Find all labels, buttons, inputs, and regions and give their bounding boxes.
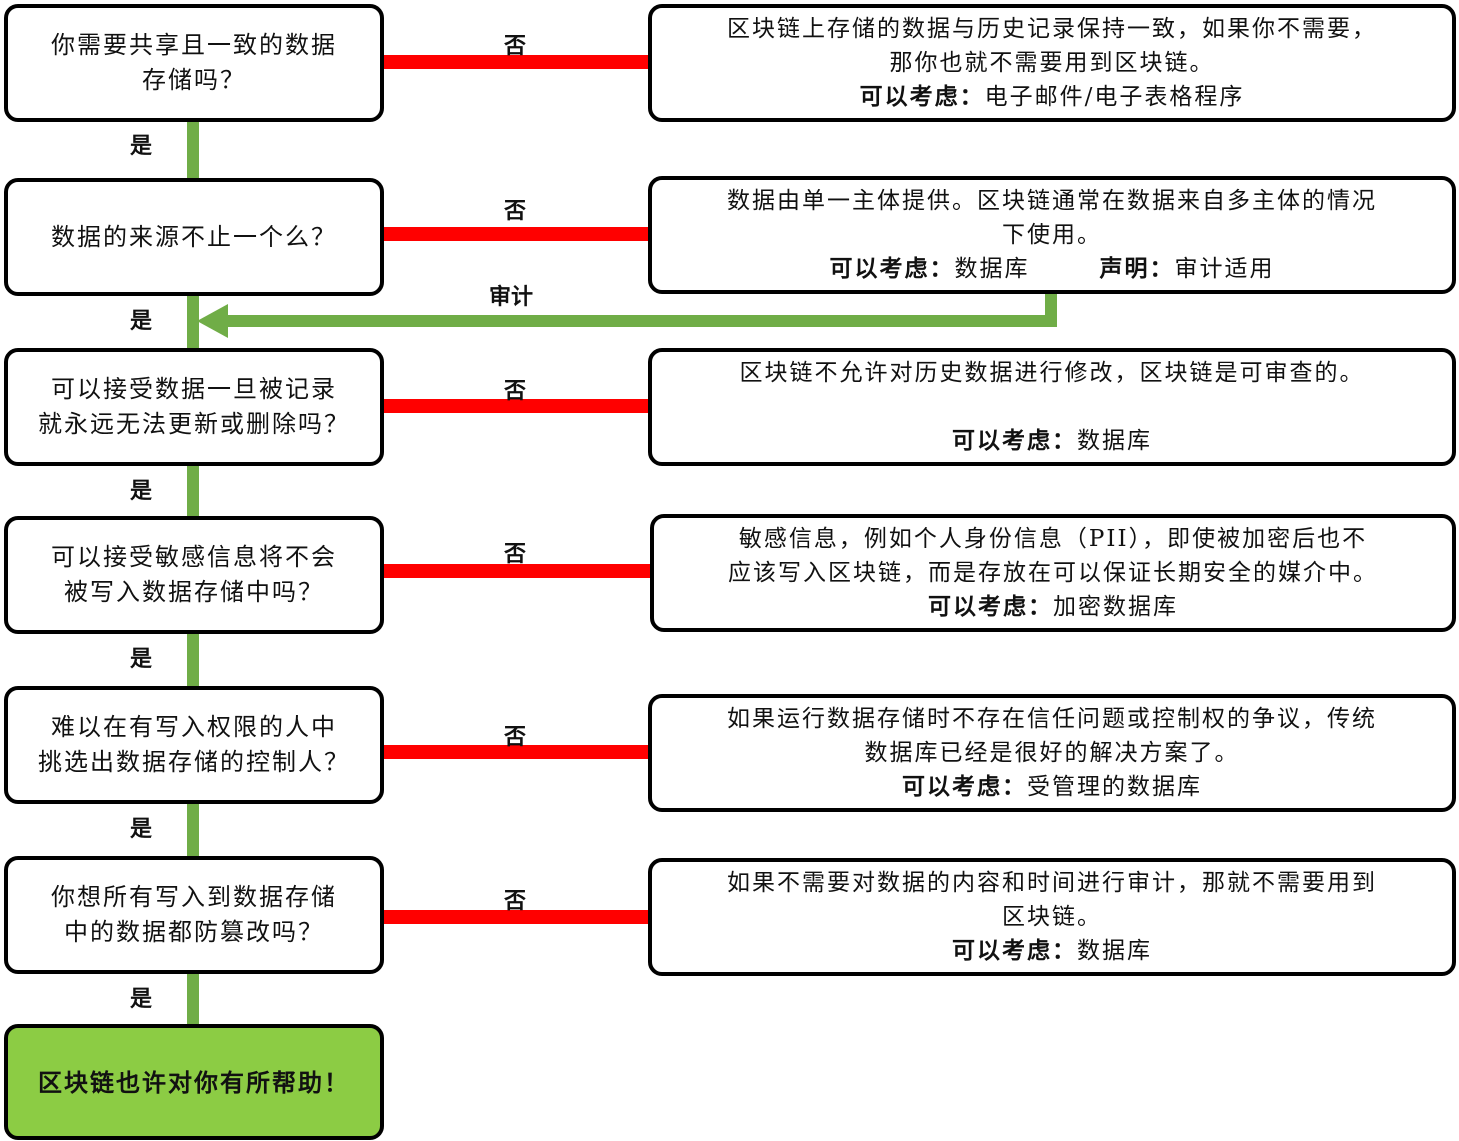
no-connector-1 xyxy=(380,55,652,69)
answer-5-line-2: 数据库已经是很好的解决方案了。 xyxy=(864,740,1240,766)
answer-6-line-1: 如果不需要对数据的内容和时间进行审计，那就不需要用到 xyxy=(727,870,1377,896)
answer-box-6: 如果不需要对数据的内容和时间进行审计，那就不需要用到 区块链。 可以考虑：数据库 xyxy=(648,858,1456,976)
no-connector-6 xyxy=(380,910,652,924)
question-5-line-2: 挑选出数据存储的控制人？ xyxy=(38,748,350,776)
yes-label-5: 是 xyxy=(130,817,153,842)
yes-label-6: 是 xyxy=(130,987,153,1012)
answer-1-line-2: 那你也就不需要用到区块链。 xyxy=(889,50,1215,76)
no-label-4: 否 xyxy=(504,542,527,567)
answer-1-consider-value: 电子邮件/电子表格程序 xyxy=(984,84,1245,110)
answer-2-statement-label: 声明： xyxy=(1099,255,1175,282)
no-label-3: 否 xyxy=(504,379,527,404)
question-1-line-1: 你需要共享且一致的数据 xyxy=(51,31,337,59)
answer-1-line-1: 区块链上存储的数据与历史记录保持一致，如果你不需要， xyxy=(727,16,1377,42)
no-connector-4 xyxy=(380,564,654,578)
answer-6-line-2: 区块链。 xyxy=(1002,904,1102,930)
answer-4-line-2: 应该写入区块链，而是存放在可以保证长期安全的媒介中。 xyxy=(728,560,1378,586)
answer-6-consider-value: 数据库 xyxy=(1077,938,1152,964)
answer-1-consider-label: 可以考虑： xyxy=(859,83,985,110)
answer-box-3: 区块链不允许对历史数据进行修改，区块链是可审查的。 可以考虑：数据库 xyxy=(648,348,1456,466)
answer-5-consider-label: 可以考虑： xyxy=(902,773,1027,800)
answer-2-consider-value: 数据库 xyxy=(954,256,1030,282)
answer-1-consider: 可以考虑：电子邮件/电子表格程序 xyxy=(860,80,1245,114)
answer-5-consider: 可以考虑：受管理的数据库 xyxy=(902,770,1202,804)
yes-connector-6 xyxy=(187,970,199,1028)
answer-4-consider-label: 可以考虑： xyxy=(928,593,1053,620)
no-connector-3 xyxy=(380,399,652,413)
answer-box-4: 敏感信息，例如个人身份信息（PII），即使被加密后也不 应该写入区块链，而是存放… xyxy=(650,514,1456,632)
yes-label-3: 是 xyxy=(130,479,153,504)
question-box-5: 难以在有写入权限的人中 挑选出数据存储的控制人？ xyxy=(4,686,384,804)
answer-2-line-1: 数据由单一主体提供。区块链通常在数据来自多主体的情况 xyxy=(727,188,1377,214)
answer-4-consider: 可以考虑：加密数据库 xyxy=(928,590,1178,624)
question-3-line-1: 可以接受数据一旦被记录 xyxy=(51,375,337,403)
question-4-line-2: 被写入数据存储中吗？ xyxy=(64,578,324,606)
no-label-5: 否 xyxy=(504,725,527,750)
question-3-line-2: 就永远无法更新或删除吗？ xyxy=(38,410,350,438)
answer-2-statement-value: 审计适用 xyxy=(1174,256,1275,282)
answer-box-5: 如果运行数据存储时不存在信任问题或控制权的争议，传统 数据库已经是很好的解决方案… xyxy=(648,694,1456,812)
question-box-1: 你需要共享且一致的数据 存储吗？ xyxy=(4,4,384,122)
yes-connector-3 xyxy=(187,462,199,520)
yes-connector-5 xyxy=(187,800,199,860)
yes-connector-2 xyxy=(187,292,199,352)
no-label-1: 否 xyxy=(504,34,527,59)
question-box-3: 可以接受数据一旦被记录 就永远无法更新或删除吗？ xyxy=(4,348,384,466)
answer-6-consider: 可以考虑：数据库 xyxy=(952,934,1152,968)
final-result-box: 区块链也许对你有所帮助！ xyxy=(4,1024,384,1140)
answer-4-line-1: 敏感信息，例如个人身份信息（PII），即使被加密后也不 xyxy=(738,526,1368,552)
answer-6-consider-label: 可以考虑： xyxy=(952,937,1077,964)
answer-3-consider-label: 可以考虑： xyxy=(952,427,1077,454)
no-connector-2 xyxy=(380,227,652,241)
yes-label-2: 是 xyxy=(130,309,153,334)
question-box-2: 数据的来源不止一个么？ xyxy=(4,178,384,296)
question-4-line-1: 可以接受敏感信息将不会 xyxy=(51,543,337,571)
answer-box-2: 数据由单一主体提供。区块链通常在数据来自多主体的情况 下使用。 可以考虑：数据库… xyxy=(648,176,1456,294)
answer-5-consider-value: 受管理的数据库 xyxy=(1027,774,1202,800)
question-6-line-1: 你想所有写入到数据存储 xyxy=(51,883,337,911)
answer-2-consider: 可以考虑：数据库 声明：审计适用 xyxy=(830,252,1275,286)
question-1-line-2: 存储吗？ xyxy=(142,66,246,94)
no-label-2: 否 xyxy=(504,199,527,224)
yes-connector-4 xyxy=(187,630,199,690)
answer-3-line-1: 区块链不允许对历史数据进行修改，区块链是可审查的。 xyxy=(739,360,1365,386)
no-connector-5 xyxy=(380,745,652,759)
answer-2-consider-label: 可以考虑： xyxy=(829,255,955,282)
question-2-line-1: 数据的来源不止一个么？ xyxy=(51,222,337,251)
yes-label-1: 是 xyxy=(130,134,153,159)
yes-connector-1 xyxy=(187,118,199,182)
answer-4-consider-value: 加密数据库 xyxy=(1053,594,1178,620)
yes-label-4: 是 xyxy=(130,647,153,672)
answer-2-line-2: 下使用。 xyxy=(1002,222,1102,248)
no-label-6: 否 xyxy=(504,889,527,914)
audit-label: 审计 xyxy=(489,285,534,310)
final-result-text: 区块链也许对你有所帮助！ xyxy=(38,1067,350,1097)
answer-3-consider-value: 数据库 xyxy=(1077,428,1152,454)
answer-5-line-1: 如果运行数据存储时不存在信任问题或控制权的争议，传统 xyxy=(727,706,1377,732)
question-box-6: 你想所有写入到数据存储 中的数据都防篡改吗？ xyxy=(4,856,384,974)
question-6-line-2: 中的数据都防篡改吗？ xyxy=(64,918,324,946)
question-5-line-1: 难以在有写入权限的人中 xyxy=(51,713,337,741)
question-box-4: 可以接受敏感信息将不会 被写入数据存储中吗？ xyxy=(4,516,384,634)
answer-3-consider: 可以考虑：数据库 xyxy=(952,424,1152,458)
answer-box-1: 区块链上存储的数据与历史记录保持一致，如果你不需要， 那你也就不需要用到区块链。… xyxy=(648,4,1456,122)
